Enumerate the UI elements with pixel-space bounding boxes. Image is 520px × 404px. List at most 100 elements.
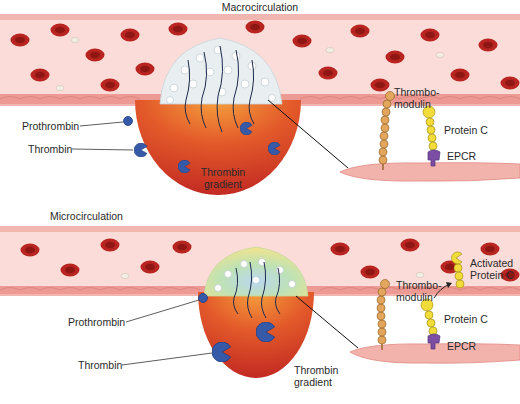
red-blood-cell [11, 34, 30, 47]
thrombomodulin-stem [382, 164, 384, 170]
text-label: Prothrombin [22, 120, 79, 132]
platelet [241, 261, 248, 268]
fibrin-strand [217, 46, 222, 132]
red-blood-cell [293, 35, 312, 48]
zoom-line [296, 296, 358, 348]
fibrin-strands [234, 262, 281, 318]
activated-protein-c-domain [452, 252, 462, 264]
red-blood-cell [501, 77, 520, 90]
thrombomodulin-domain [377, 296, 385, 304]
thrombomodulin-stem [381, 344, 383, 350]
platelet [326, 48, 334, 53]
text-label: Thrombin gradient [198, 166, 248, 190]
platelet [224, 66, 232, 74]
protein-c-domain [427, 126, 435, 134]
zoom-line [268, 100, 348, 168]
thrombomodulin [377, 280, 390, 345]
red-blood-cell [371, 79, 390, 92]
red-blood-cell [351, 25, 370, 38]
thrombomodulin-domain [378, 320, 386, 328]
leader-line [72, 149, 133, 150]
text-label: Thrombo- modulin [394, 86, 442, 110]
red-blood-cell [136, 63, 155, 76]
text-label: Activated Protein C [470, 257, 520, 281]
red-blood-cell [421, 29, 440, 42]
thrombomodulin-domain [377, 304, 385, 312]
epcr-receptor [428, 334, 440, 349]
text-label: Macrocirculation [205, 1, 315, 13]
platelet [232, 52, 240, 60]
thrombin-gradient-dome [135, 100, 301, 195]
red-blood-cell [86, 49, 105, 62]
thrombin-molecule [212, 342, 231, 362]
red-blood-cell [173, 241, 192, 254]
text-label: Thrombin gradient [294, 364, 346, 388]
text-label: EPCR [447, 150, 476, 162]
red-blood-cell [31, 69, 50, 82]
red-blood-cell [246, 21, 265, 34]
thrombin-molecule [256, 322, 275, 342]
text-label: Prothrombin [68, 316, 125, 328]
protein-c-domain [426, 118, 434, 126]
red-blood-cells [11, 21, 520, 92]
fibrin-strand [249, 60, 254, 124]
fibrin-strand [262, 262, 267, 318]
leader-line [122, 353, 212, 365]
platelet [170, 84, 178, 92]
thrombomodulin-domain [379, 148, 387, 156]
text-label: Thrombin [28, 143, 72, 155]
protein-c-domain [427, 319, 435, 327]
thrombomodulin-domain [377, 312, 385, 320]
platelet [121, 274, 129, 279]
platelet [261, 78, 269, 86]
activated-protein-c-domain [456, 280, 464, 288]
platelet [253, 277, 260, 284]
platelet [206, 68, 214, 76]
protein-c [421, 299, 437, 335]
fibrin-strand [234, 268, 239, 314]
red-blood-cell [331, 243, 350, 256]
red-blood-cell [319, 67, 338, 80]
red-blood-cell [121, 29, 140, 42]
red-blood-cell [51, 24, 70, 37]
fibrin-strand [248, 262, 253, 318]
red-blood-cell [401, 239, 420, 252]
platelet [215, 285, 222, 292]
activated-protein-c-domain [455, 272, 463, 280]
fibrin-strand [201, 52, 206, 128]
platelet [71, 38, 79, 43]
text-label: Protein C [444, 313, 488, 325]
red-blood-cell [169, 23, 188, 36]
fibrin-strand [276, 268, 281, 314]
prothrombin-molecule [124, 117, 133, 126]
platelet [277, 267, 284, 274]
text-label: EPCR [447, 340, 476, 352]
red-blood-cell [101, 239, 120, 252]
red-blood-cell [386, 51, 405, 64]
thrombin-molecule [268, 142, 280, 155]
protein-c-domain [429, 142, 437, 150]
red-blood-cell [479, 39, 498, 52]
platelet [225, 271, 232, 278]
platelet [436, 53, 444, 58]
platelet [56, 86, 64, 91]
epcr-receptor [428, 150, 440, 166]
thrombomodulin-domain [379, 156, 387, 164]
thrombomodulin [379, 92, 395, 165]
platelet [196, 54, 204, 62]
red-blood-cell [61, 264, 80, 277]
thrombomodulin-domain [380, 140, 388, 148]
text-label: Protein C [444, 124, 488, 136]
red-blood-cell [101, 79, 120, 92]
thrombomodulin-domain [378, 328, 386, 336]
thrombomodulin-domain [386, 92, 395, 101]
thrombomodulin-domain [378, 288, 386, 296]
clot-platelets [167, 46, 276, 104]
thrombomodulin-domain [381, 280, 390, 289]
platelet [416, 273, 424, 278]
vessel-wall [0, 14, 520, 106]
thrombomodulin-domain [383, 100, 391, 108]
arrow-head [446, 282, 452, 288]
